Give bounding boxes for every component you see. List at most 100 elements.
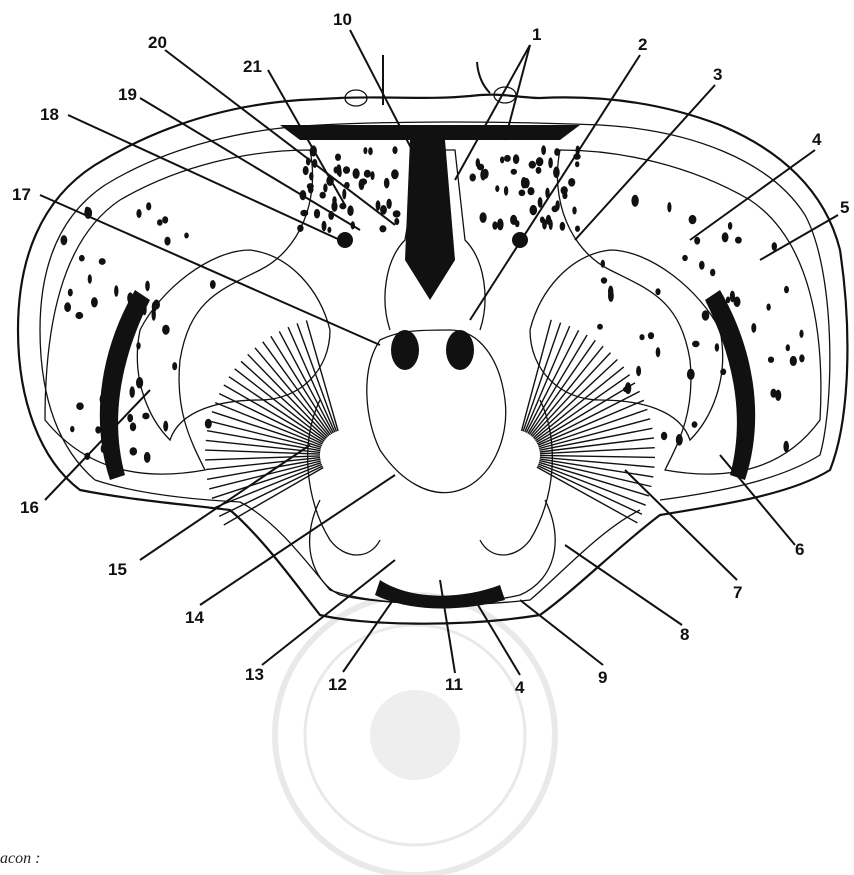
stipple-dot (676, 434, 683, 446)
callout-10: 10 (333, 10, 352, 29)
stipple-dot (492, 221, 497, 229)
callout-18: 18 (40, 105, 59, 124)
stipple-dot (715, 343, 719, 351)
stipple-dot (386, 199, 391, 209)
muscle-fiber-line (271, 336, 332, 434)
stipple-dot (552, 206, 559, 213)
stipple-dot (636, 366, 641, 376)
stipple-dot (114, 285, 118, 297)
stipple-dot (364, 170, 371, 178)
callout-7: 7 (733, 583, 742, 602)
stipple-dot (597, 324, 603, 330)
stipple-dot (504, 155, 511, 162)
stipple-dot (88, 274, 92, 284)
stipple-dot (300, 210, 308, 217)
stipple-dot (575, 226, 580, 232)
stipple-dot (549, 219, 553, 230)
stipple-dot (297, 225, 303, 232)
stipple-dot (513, 154, 519, 164)
stipple-dot (136, 209, 141, 218)
stipple-dot (162, 216, 168, 223)
callout-1: 1 (532, 25, 541, 44)
stipple-dot (99, 258, 106, 265)
stipple-dot (144, 452, 151, 463)
muscle-fiber-line (529, 340, 595, 434)
stipple-dot (548, 157, 553, 168)
stipple-dot (343, 166, 350, 174)
stipple-dot (689, 215, 697, 224)
stipple-dot (495, 185, 499, 192)
stipple-dot (699, 261, 705, 270)
stipple-dot (127, 414, 133, 423)
stipple-dot (392, 146, 397, 154)
stipple-dot (799, 354, 804, 362)
callout-9: 9 (598, 668, 607, 687)
caption-fragment: acon : (0, 850, 40, 868)
stipple-dot (772, 242, 777, 251)
stipple-dot (303, 166, 309, 175)
stipple-dot (631, 195, 638, 207)
stipple-dot (360, 178, 367, 185)
stipple-dot (142, 413, 149, 420)
stipple-dot (766, 304, 770, 311)
stipple-dot (553, 167, 560, 179)
stipple-dot (722, 232, 729, 242)
stipple-dot (528, 187, 535, 195)
stipple-dot (775, 390, 781, 401)
stipple-dot (480, 212, 487, 223)
stipple-dot (751, 323, 756, 333)
stipple-dot (76, 402, 84, 410)
stipple-dot (379, 225, 386, 232)
stipple-dot (368, 147, 373, 155)
stipple-dot (661, 432, 667, 440)
stipple-dot (164, 237, 170, 246)
callout-3: 3 (713, 65, 722, 84)
stipple-dot (694, 237, 700, 245)
stipple-dot (393, 210, 401, 217)
stipple-dot (68, 289, 73, 297)
stipple-dot (536, 157, 544, 166)
muscle-fiber-line (528, 335, 587, 434)
stipple-dot (720, 369, 726, 376)
stipple-dot (370, 171, 374, 180)
callout-19: 19 (118, 85, 137, 104)
stipple-dot (541, 145, 546, 155)
central-vertebra (337, 140, 528, 493)
stipple-dot (363, 147, 367, 154)
stipple-dot (656, 347, 661, 357)
stipple-dot (342, 189, 346, 200)
stipple-dot (347, 205, 353, 216)
right-radiating-muscle (522, 320, 656, 523)
callout-11: 11 (445, 675, 463, 694)
stipple-dot (157, 219, 163, 226)
muscle-fiber-line (215, 464, 322, 507)
muscle-fiber-line (279, 331, 333, 433)
stipple-dot (320, 192, 326, 199)
callout-16: 16 (20, 498, 39, 517)
muscle-fiber-line (540, 455, 655, 457)
stipple-dot (482, 169, 489, 179)
stipple-dot (730, 291, 735, 303)
stipple-dot (163, 421, 168, 432)
stipple-dot (799, 330, 803, 338)
stipple-dot (710, 269, 715, 276)
stipple-dot (323, 183, 327, 192)
stipple-dot (500, 156, 504, 163)
callout-6: 6 (795, 540, 804, 559)
stipple-dot (768, 357, 774, 363)
stipple-dot (314, 209, 320, 219)
muscle-fiber-line (538, 464, 645, 505)
stipple-dot (575, 161, 579, 167)
stipple-dot (783, 441, 789, 453)
stipple-dot (682, 255, 688, 261)
stipple-dot (75, 312, 83, 319)
stipple-dot (334, 167, 339, 174)
callout-13: 13 (245, 665, 264, 684)
callout-12: 12 (328, 675, 347, 694)
callout-14: 14 (185, 608, 204, 627)
stipple-dot (335, 154, 341, 161)
stipple-dot (504, 186, 508, 196)
stipple-dot (353, 168, 360, 179)
muscle-fiber-line (533, 360, 617, 439)
stipple-dot (61, 235, 68, 245)
